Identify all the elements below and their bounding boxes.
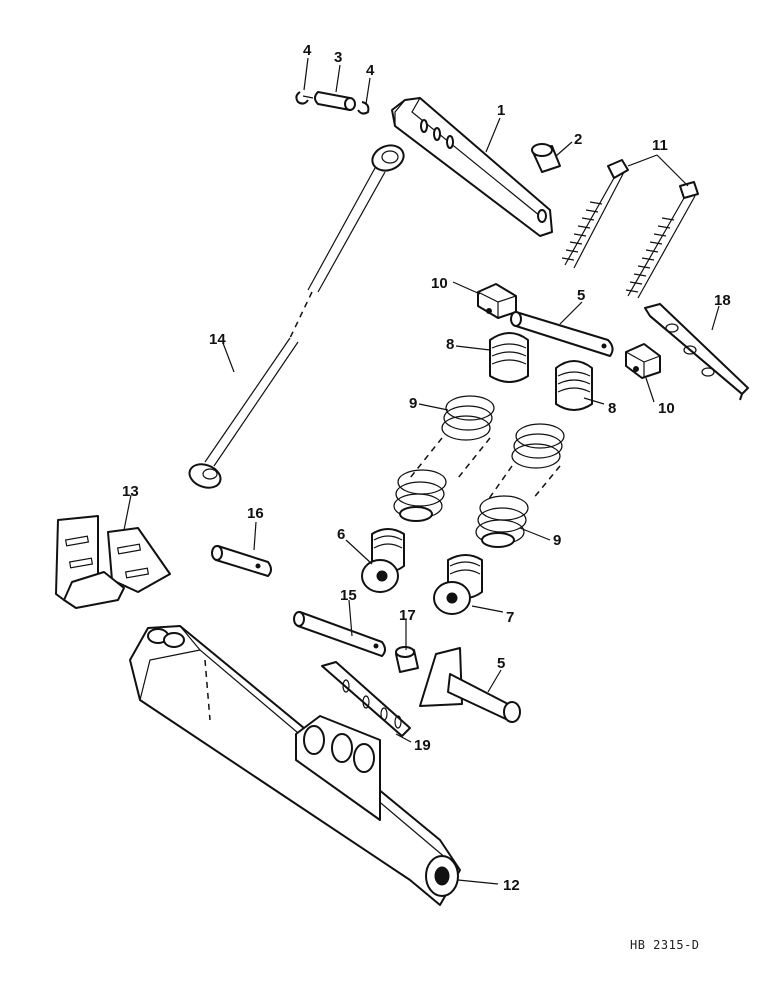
- callout-8-left: 8: [446, 336, 454, 353]
- plate-part-18: [644, 303, 749, 401]
- callout-7-left: 6: [337, 526, 345, 543]
- clip-part-4-right: [357, 101, 370, 115]
- bolt-part-11-b: [625, 181, 699, 299]
- callout-6: 5: [577, 287, 585, 304]
- callout-12: 12: [503, 877, 520, 894]
- pin-part-16: [211, 545, 272, 577]
- link-rod-part-14: [188, 144, 405, 489]
- plate-part-19: [321, 661, 411, 737]
- spring-seat-part-7-left: [361, 528, 405, 593]
- callout-13: 13: [122, 483, 139, 500]
- block-part-10-right: [625, 343, 661, 379]
- bushing-part-2: [531, 143, 561, 173]
- callout-2: 2: [574, 131, 582, 148]
- main-arm-part-12: [129, 625, 461, 906]
- bushing-part-17: [395, 646, 419, 673]
- pin-part-6: [510, 311, 614, 357]
- bracket-part-1: [391, 97, 553, 237]
- callout-15: 15: [340, 587, 357, 604]
- callout-10-left: 10: [431, 275, 448, 292]
- spring-seat-part-7-right: [433, 554, 483, 615]
- callout-4-left: 4: [303, 42, 312, 59]
- figure-reference-code: HB 2315-D: [630, 938, 700, 952]
- callout-10-right: 10: [658, 400, 675, 417]
- bolt-part-11-a: [561, 159, 629, 269]
- callout-3: 3: [334, 49, 342, 66]
- pin-part-3: [314, 91, 356, 111]
- callout-19: 19: [414, 737, 431, 754]
- callout-14: 14: [209, 331, 226, 348]
- callout-11: 11: [652, 137, 668, 154]
- spring-part-9-right: [475, 423, 565, 548]
- block-part-10-left: [477, 283, 517, 319]
- pin-part-15: [293, 611, 386, 657]
- callout-1: 1: [497, 102, 505, 119]
- callout-17: 17: [399, 607, 416, 624]
- clip-part-4-left: [295, 91, 314, 105]
- callout-8-right: 8: [608, 400, 616, 417]
- pivot-shaft-part-5: [419, 647, 521, 723]
- spring-part-9-left: [393, 395, 495, 522]
- callout-16: 16: [247, 505, 264, 522]
- callout-9-right: 9: [553, 532, 561, 549]
- spring-cap-part-8-left: [489, 332, 529, 383]
- spring-cap-part-8-right: [555, 360, 593, 411]
- callout-7-right: 7: [506, 609, 514, 626]
- callout-9-left: 9: [409, 395, 417, 412]
- leader-lines: [123, 57, 720, 885]
- callout-18: 18: [714, 292, 731, 309]
- bracket-part-13: [55, 515, 171, 609]
- callout-4-right: 4: [366, 62, 375, 79]
- callout-5: 5: [497, 655, 505, 672]
